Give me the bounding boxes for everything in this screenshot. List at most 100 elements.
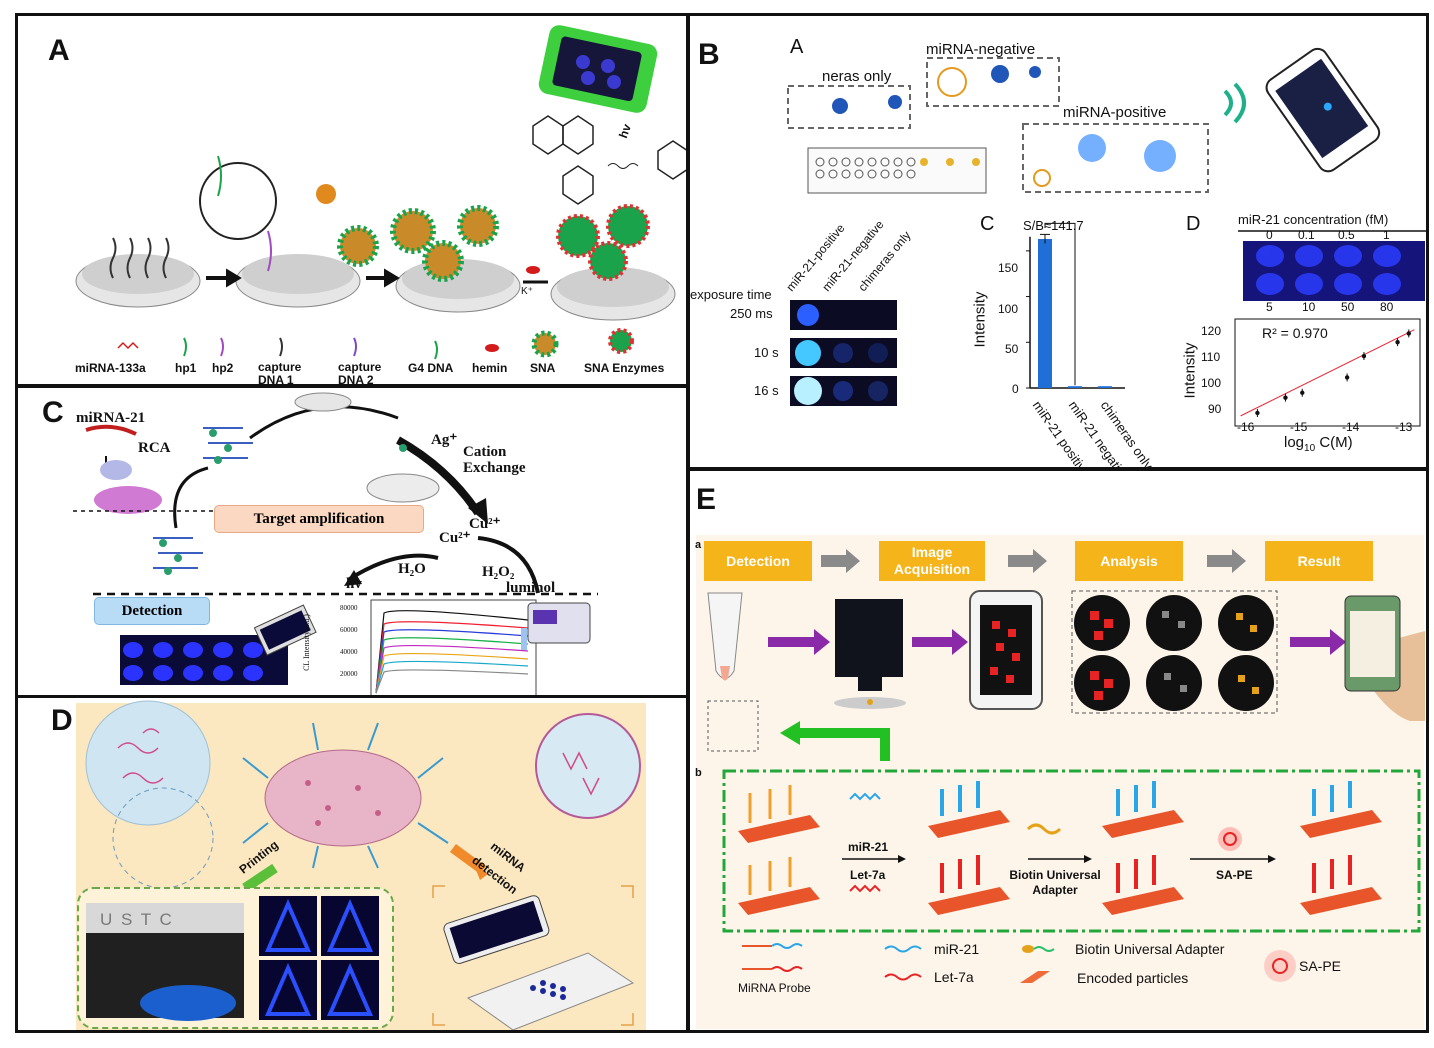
panel-c-illustration bbox=[73, 392, 598, 695]
panel-a: A bbox=[15, 13, 689, 387]
cl-ytick-20000: 20000 bbox=[340, 670, 358, 678]
cl-ytick-60000: 60000 bbox=[340, 626, 358, 634]
conc-0-1: 0.1 bbox=[1298, 228, 1315, 242]
scatter-point bbox=[1406, 331, 1411, 336]
panel-e-illustration bbox=[707, 549, 1425, 983]
legend-let7a: Let-7a bbox=[934, 969, 974, 985]
legend-mirna-133a: miRNA-133a bbox=[75, 361, 146, 375]
panel-b: B A bbox=[687, 13, 1429, 470]
legend-biotin-adapter: Biotin Universal Adapter bbox=[1075, 941, 1225, 957]
concentration-title: miR-21 concentration (fM) bbox=[1238, 212, 1389, 227]
exposure-row-250ms: 250 ms bbox=[730, 306, 773, 321]
scatter-point bbox=[1395, 339, 1400, 345]
panel-e-sub-a: a bbox=[695, 539, 702, 551]
hv-label-c: hv bbox=[346, 576, 362, 592]
legend-sape: SA-PE bbox=[1299, 958, 1342, 974]
scatter-ytick-90: 90 bbox=[1208, 402, 1222, 416]
scatter-chart bbox=[1234, 318, 1421, 427]
conc-10: 10 bbox=[1302, 300, 1316, 314]
bar-chart-ylabel: Intensity bbox=[971, 291, 989, 348]
step-image-acquisition: Image Acquisition bbox=[879, 541, 985, 581]
h2o-label: H₂O bbox=[398, 561, 426, 577]
scatter-ytick-100: 100 bbox=[1201, 376, 1222, 390]
panel-b-label: B bbox=[698, 38, 720, 71]
bar-0 bbox=[1038, 238, 1052, 388]
panel-e-background bbox=[696, 535, 1424, 1029]
panel-b-illustration bbox=[787, 47, 1426, 427]
mirna-positive-label: miRNA-positive bbox=[1063, 104, 1167, 121]
chimeras-only-label: neras only bbox=[822, 68, 892, 85]
legend-encoded-particles: Encoded particles bbox=[1077, 970, 1189, 986]
panel-e-sub-b: b bbox=[695, 767, 702, 779]
h2o2-label: H₂O₂ bbox=[482, 564, 515, 580]
scatter-point bbox=[1255, 410, 1260, 416]
scatter-xlabel-sub: 10 bbox=[1304, 443, 1316, 454]
scatter-point bbox=[1361, 353, 1367, 359]
mirna-21-label: miRNA-21 bbox=[76, 410, 146, 426]
scatter-xtick-14: -14 bbox=[1342, 420, 1360, 434]
k-plus-label: K⁺ bbox=[521, 286, 533, 297]
panel-c: C bbox=[15, 385, 689, 698]
scatter-ytick-110: 110 bbox=[1201, 350, 1221, 364]
legend-capture-dna-1: capture DNA 1 bbox=[258, 360, 302, 387]
cu-label-2: Cu²⁺ bbox=[439, 530, 471, 546]
rca-label: RCA bbox=[138, 440, 171, 456]
luminol-label: luminol bbox=[506, 580, 556, 596]
scatter-xtick-13: -13 bbox=[1395, 420, 1413, 434]
conc-5: 5 bbox=[1266, 300, 1273, 314]
legend-sna: SNA bbox=[530, 361, 556, 375]
conc-80: 80 bbox=[1380, 300, 1394, 314]
bar-ytick-100: 100 bbox=[998, 302, 1019, 316]
scatter-xlabel: log10 C(M) bbox=[1284, 434, 1353, 454]
sape-arrow-label: SA-PE bbox=[1216, 868, 1253, 882]
exposure-row-16s: 16 s bbox=[754, 383, 779, 398]
smartphone-icon bbox=[1265, 47, 1381, 173]
exchange-label: Exchange bbox=[463, 460, 526, 476]
panel-d-illustration bbox=[77, 700, 641, 1030]
reaction-dishes bbox=[75, 254, 676, 321]
let7a-arrow-label: Let-7a bbox=[850, 868, 886, 882]
scatter-xlabel-end: C(M) bbox=[1315, 434, 1353, 451]
step-analysis: Analysis bbox=[1075, 541, 1183, 581]
bar-chart bbox=[1026, 222, 1125, 389]
mir21-arrow-label: miR-21 bbox=[848, 840, 889, 854]
legend-hemin: hemin bbox=[472, 361, 508, 375]
r2-label: R² = 0.970 bbox=[1262, 325, 1328, 341]
cl-ylabel: CL Intensity(a.u.) bbox=[301, 614, 311, 671]
ag-label: Ag⁺ bbox=[431, 432, 458, 448]
exposure-row-10s: 10 s bbox=[754, 345, 779, 360]
panel-b-sub-d: D bbox=[1186, 213, 1201, 235]
step-result: Result bbox=[1265, 541, 1373, 581]
panel-b-sub-c: C bbox=[980, 213, 995, 235]
bar-2 bbox=[1098, 386, 1112, 388]
scatter-frame bbox=[1234, 318, 1421, 427]
legend-mir21: miR-21 bbox=[934, 941, 980, 957]
sign-grid bbox=[259, 896, 379, 1020]
sb-bracket bbox=[1044, 222, 1076, 386]
panel-d: D Printin bbox=[15, 695, 689, 1033]
panel-e-label: E bbox=[696, 483, 717, 516]
legend-hp2: hp2 bbox=[212, 361, 234, 375]
cation-label: Cation bbox=[463, 444, 507, 460]
conc-0-5: 0.5 bbox=[1338, 228, 1355, 242]
panel-a-label: A bbox=[48, 34, 70, 67]
conc-1: 1 bbox=[1383, 228, 1390, 242]
biotin-adapter-label: Biotin Universal Adapter bbox=[1009, 868, 1101, 897]
detection-box: Detection bbox=[94, 597, 210, 625]
legend-capture-dna-2: capture DNA 2 bbox=[338, 360, 382, 387]
cl-ytick-40000: 40000 bbox=[340, 648, 358, 656]
mirna-negative-label: miRNA-negative bbox=[926, 41, 1036, 58]
scatter-xtick-15: -15 bbox=[1290, 420, 1308, 434]
cu-label-1: Cu²⁺ bbox=[469, 516, 501, 532]
cl-ytick-80000: 80000 bbox=[340, 604, 358, 612]
scatter-point bbox=[1300, 390, 1305, 395]
phone-icon bbox=[538, 25, 658, 113]
legend-mirna-probe: MiRNA Probe bbox=[738, 981, 811, 995]
conc-0: 0 bbox=[1266, 228, 1273, 242]
step-detection: Detection bbox=[704, 541, 812, 581]
scatter-xtick-16: -16 bbox=[1237, 420, 1255, 434]
panel-d-label: D bbox=[51, 704, 73, 737]
scatter-point bbox=[1283, 395, 1288, 400]
legend-sna-enzymes: SNA Enzymes bbox=[584, 361, 665, 375]
ustc-text: U S T C bbox=[100, 910, 174, 929]
